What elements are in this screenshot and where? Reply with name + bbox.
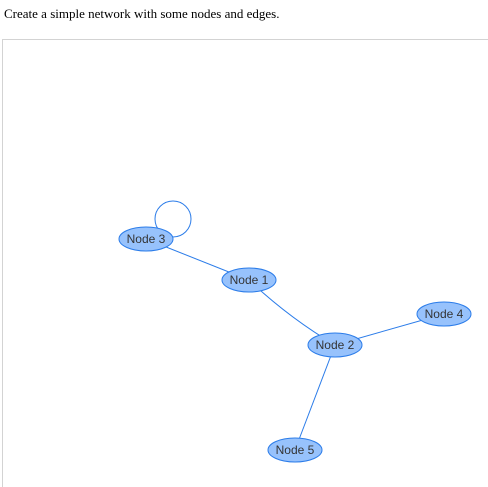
node-3[interactable]: Node 3 — [118, 226, 174, 252]
node-4[interactable]: Node 4 — [416, 301, 472, 327]
node-1-label: Node 1 — [230, 273, 269, 287]
node-2-label: Node 2 — [316, 338, 355, 352]
network-canvas[interactable]: Node 1 Node 2 Node 3 Node 4 Node 5 — [2, 39, 488, 487]
node-5-label: Node 5 — [276, 443, 315, 457]
network-graph[interactable]: Node 1 Node 2 Node 3 Node 4 Node 5 — [3, 40, 488, 487]
node-2-shape[interactable] — [307, 332, 363, 358]
edge-2-5[interactable] — [294, 344, 336, 451]
node-4-label: Node 4 — [425, 307, 464, 321]
node-4-shape[interactable] — [416, 301, 472, 327]
node-1[interactable]: Node 1 — [221, 267, 277, 293]
description-text: Create a simple network with some nodes … — [4, 6, 280, 21]
node-3-label: Node 3 — [127, 232, 166, 246]
node-2[interactable]: Node 2 — [307, 332, 363, 358]
node-5[interactable]: Node 5 — [267, 437, 323, 463]
node-1-shape[interactable] — [221, 267, 277, 293]
node-3-shape[interactable] — [118, 226, 174, 252]
node-5-shape[interactable] — [267, 437, 323, 463]
